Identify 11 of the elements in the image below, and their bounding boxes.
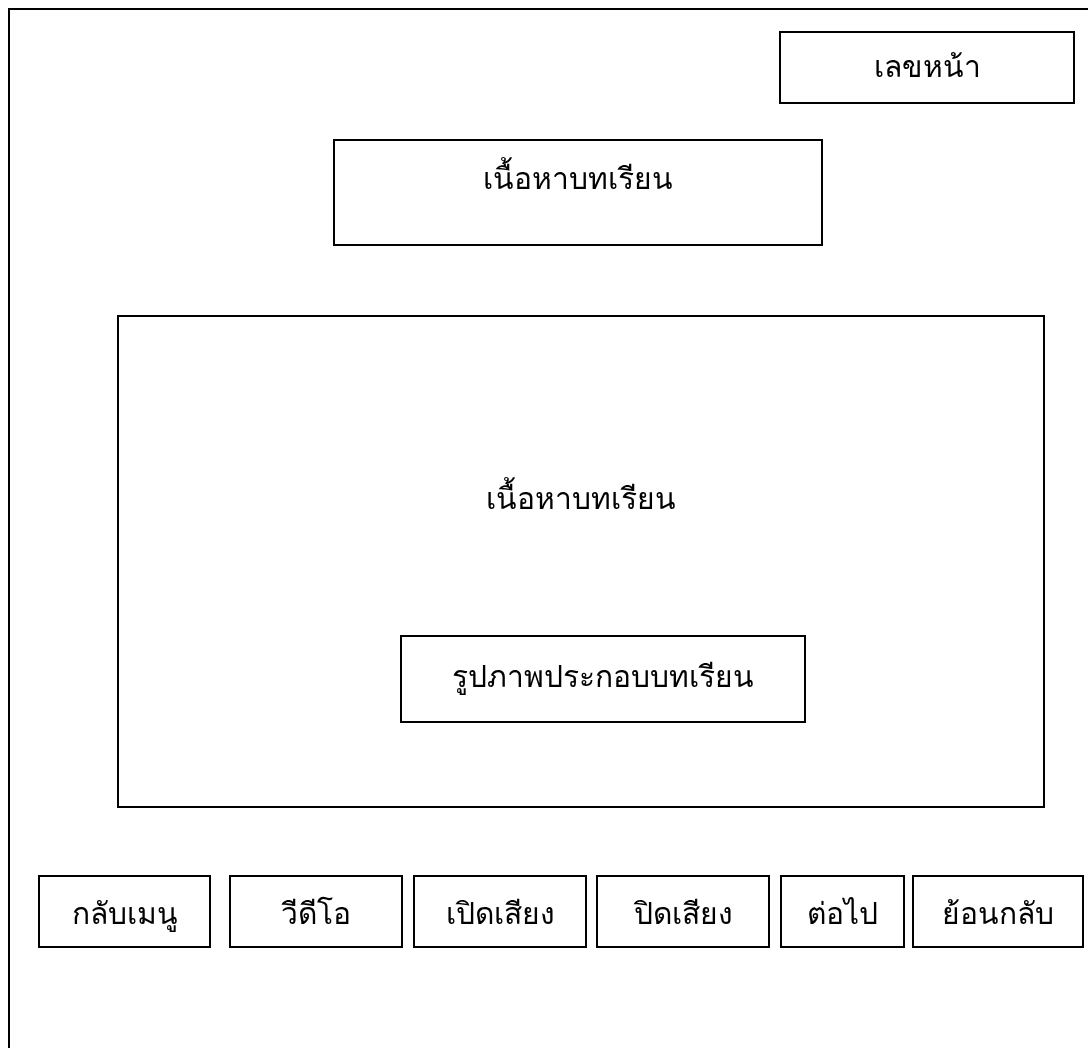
picture-box: รูปภาพประกอบบทเรียน xyxy=(400,635,806,723)
content-box: เนื้อหาบทเรียน xyxy=(333,139,823,246)
nav-button: วีดีโอ xyxy=(229,875,403,948)
nav-button: ปิดเสียง xyxy=(596,875,770,948)
page-number-box: เลขหน้า xyxy=(779,31,1075,104)
nav-button: กลับเมนู xyxy=(38,875,211,948)
nav-button: ย้อนกลับ xyxy=(912,875,1084,948)
nav-button: เปิดเสียง xyxy=(413,875,587,948)
content-box xyxy=(117,315,1045,808)
nav-button: ต่อไป xyxy=(780,875,905,948)
content-text: เนื้อหาบทเรียน xyxy=(486,479,676,518)
